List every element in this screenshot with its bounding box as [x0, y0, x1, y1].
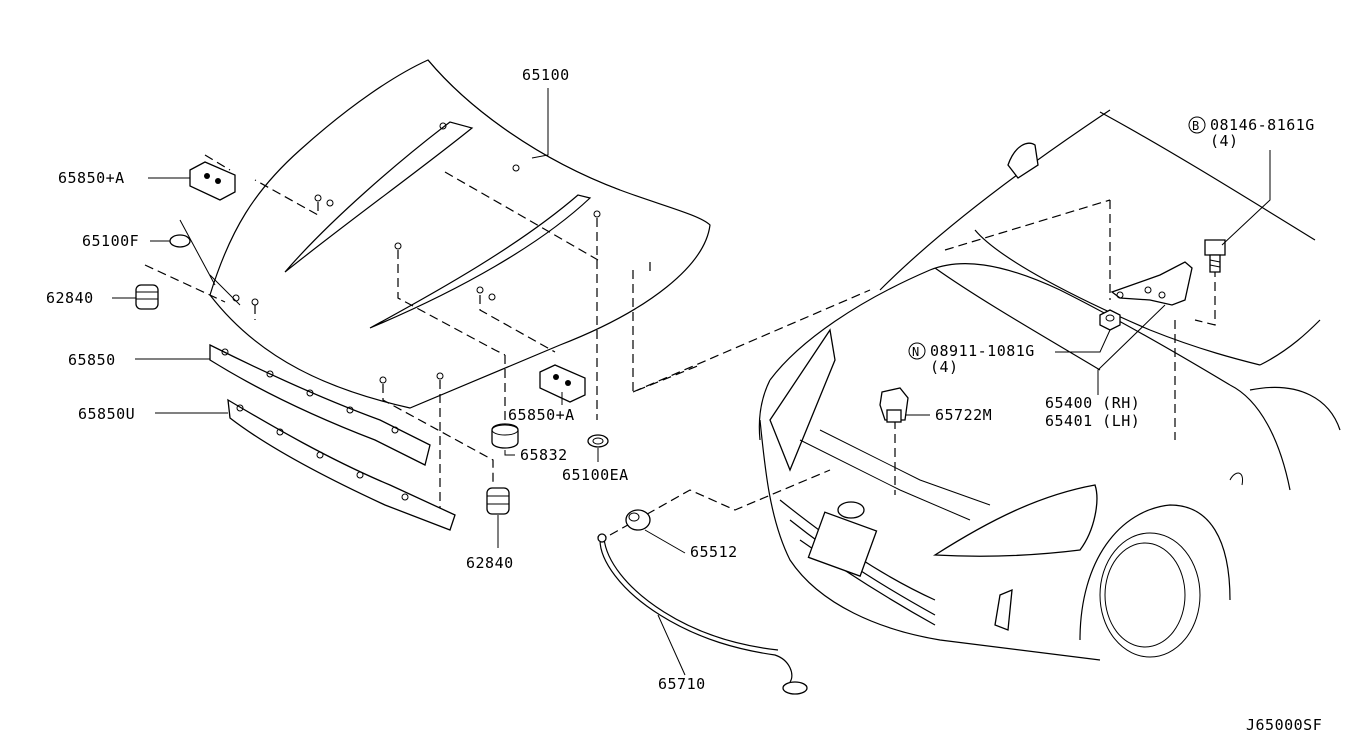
hood-hinge-lower — [539, 364, 586, 403]
callout-65400-rh: 65400 (RH) — [1045, 394, 1140, 412]
callout-62840-upper: 62840 — [46, 289, 94, 307]
callout-65100ea: 65100EA — [562, 466, 629, 484]
callout-65401-lh: 65401 (LH) — [1045, 412, 1140, 430]
hood-release-cable — [597, 469, 831, 695]
callout-65100: 65100 — [522, 66, 570, 84]
hood-lock — [879, 387, 909, 423]
front-seal-u — [227, 398, 456, 531]
callout-65850: 65850 — [68, 351, 116, 369]
front-seal-strip — [209, 343, 431, 466]
grommet — [587, 434, 609, 448]
bolt-symbol: B — [1192, 119, 1200, 133]
hood-hinge-bracket — [1110, 261, 1193, 306]
nut-symbol: N — [912, 345, 920, 359]
callout-nut: N 08911-1081G (4) — [908, 342, 1035, 376]
callout-bolt-qty: (4) — [1210, 132, 1239, 150]
callout-65722m: 65722M — [935, 406, 992, 424]
callout-65832: 65832 — [520, 446, 568, 464]
callout-nut-qty: (4) — [930, 358, 959, 376]
leader-lines — [112, 88, 1271, 676]
callout-bolt: B 08146-8161G (4) — [1188, 116, 1315, 150]
callout-65850u: 65850U — [78, 405, 135, 423]
callout-65850-a-upper: 65850+A — [58, 169, 125, 187]
hood-stopper — [491, 423, 519, 449]
callout-62840-lower: 62840 — [466, 554, 514, 572]
callout-65100f: 65100F — [82, 232, 139, 250]
hood-bumper-upper — [135, 284, 159, 310]
seal-clip — [169, 234, 191, 248]
callout-65850-a-lower: 65850+A — [508, 406, 575, 424]
diagram-id: J65000SF — [1246, 716, 1322, 734]
cable-clip — [625, 509, 651, 531]
hood-panel — [144, 59, 711, 510]
bolt-part — [1204, 239, 1226, 273]
callout-65710: 65710 — [658, 675, 706, 693]
callout-65512: 65512 — [690, 543, 738, 561]
car-body — [632, 109, 1341, 661]
hood-bumper-lower — [486, 487, 510, 515]
hood-hinge-upper — [189, 154, 236, 201]
callout-08911-1081g: 08911-1081G — [930, 342, 1035, 360]
callout-08146-8161g: 08146-8161G — [1210, 116, 1315, 134]
nut-part — [1099, 309, 1121, 331]
